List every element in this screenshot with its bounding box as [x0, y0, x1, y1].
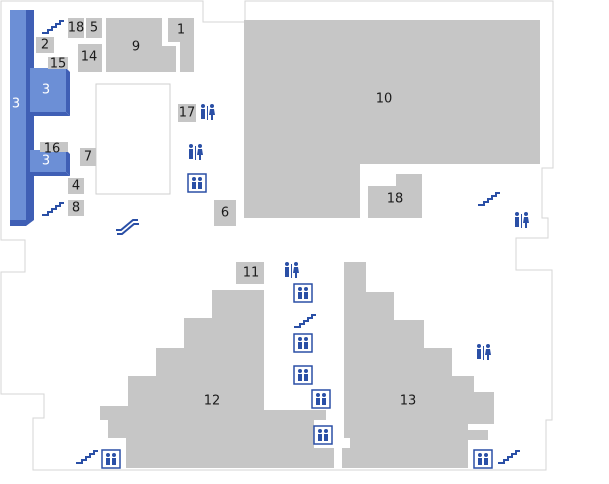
store-8[interactable]: 8 — [68, 200, 84, 216]
elevator-icon — [101, 449, 121, 469]
store-label: 14 — [81, 50, 98, 65]
stairs-icon — [294, 314, 316, 328]
store-label: 9 — [132, 40, 140, 55]
store-label: 15 — [50, 57, 67, 72]
store-label: 17 — [179, 106, 196, 121]
elevator-icon — [293, 365, 313, 385]
store-label: 3 — [12, 97, 20, 112]
store-label: 18 — [68, 21, 85, 36]
store-label: 8 — [72, 201, 80, 216]
restroom-icon — [285, 262, 299, 278]
stairs-icon — [42, 202, 64, 216]
restroom-icon — [201, 104, 215, 120]
store-label: 13 — [400, 394, 417, 409]
store-2[interactable]: 2 — [36, 37, 54, 53]
store-label: 11 — [243, 266, 260, 281]
store-1[interactable]: 1 — [168, 18, 194, 72]
elevator-icon — [311, 389, 331, 409]
store-16[interactable]: 16 — [40, 142, 68, 157]
store-17[interactable]: 17 — [178, 104, 196, 122]
restroom-icon — [189, 144, 203, 160]
restroom-icon — [477, 344, 491, 360]
stairs-icon — [42, 20, 64, 34]
store-11[interactable]: 11 — [236, 262, 264, 284]
store-3-upper[interactable]: 3 — [30, 68, 70, 116]
store-5[interactable]: 5 — [86, 18, 102, 38]
atrium-void — [95, 83, 171, 195]
store-label: 3 — [42, 83, 50, 98]
store-14[interactable]: 14 — [78, 44, 102, 72]
store-label: 3 — [42, 154, 50, 169]
stairs-icon — [478, 192, 500, 206]
store-18-top[interactable]: 18 — [68, 18, 85, 38]
restroom-icon — [515, 212, 529, 228]
store-18-right[interactable]: 18 — [368, 174, 422, 218]
store-6[interactable]: 6 — [214, 200, 236, 226]
stairs-icon — [498, 450, 520, 464]
store-label: 1 — [177, 23, 185, 38]
store-label: 10 — [376, 92, 393, 107]
escalator-icon — [116, 219, 139, 235]
store-12[interactable]: 12 — [100, 290, 334, 468]
store-label: 18 — [387, 192, 404, 207]
store-13[interactable]: 13 — [342, 262, 494, 468]
store-label: 7 — [84, 150, 92, 165]
stairs-icon — [76, 450, 98, 464]
store-label: 5 — [90, 21, 98, 36]
elevator-icon — [293, 333, 313, 353]
store-label: 12 — [204, 394, 221, 409]
store-3-column[interactable]: 3 — [10, 10, 34, 226]
elevator-icon — [187, 173, 207, 193]
elevator-icon — [473, 449, 493, 469]
store-9[interactable]: 9 — [106, 18, 176, 72]
store-4[interactable]: 4 — [68, 178, 84, 194]
store-15[interactable]: 15 — [48, 57, 68, 72]
store-10[interactable]: 10 — [244, 20, 540, 218]
store-label: 2 — [41, 38, 49, 53]
store-3-lower[interactable]: 3 — [30, 150, 70, 176]
elevator-icon — [313, 425, 333, 445]
store-label: 6 — [221, 206, 229, 221]
store-label: 16 — [44, 142, 61, 157]
store-label: 4 — [72, 179, 80, 194]
elevator-icon — [293, 283, 313, 303]
store-7[interactable]: 7 — [80, 148, 96, 166]
